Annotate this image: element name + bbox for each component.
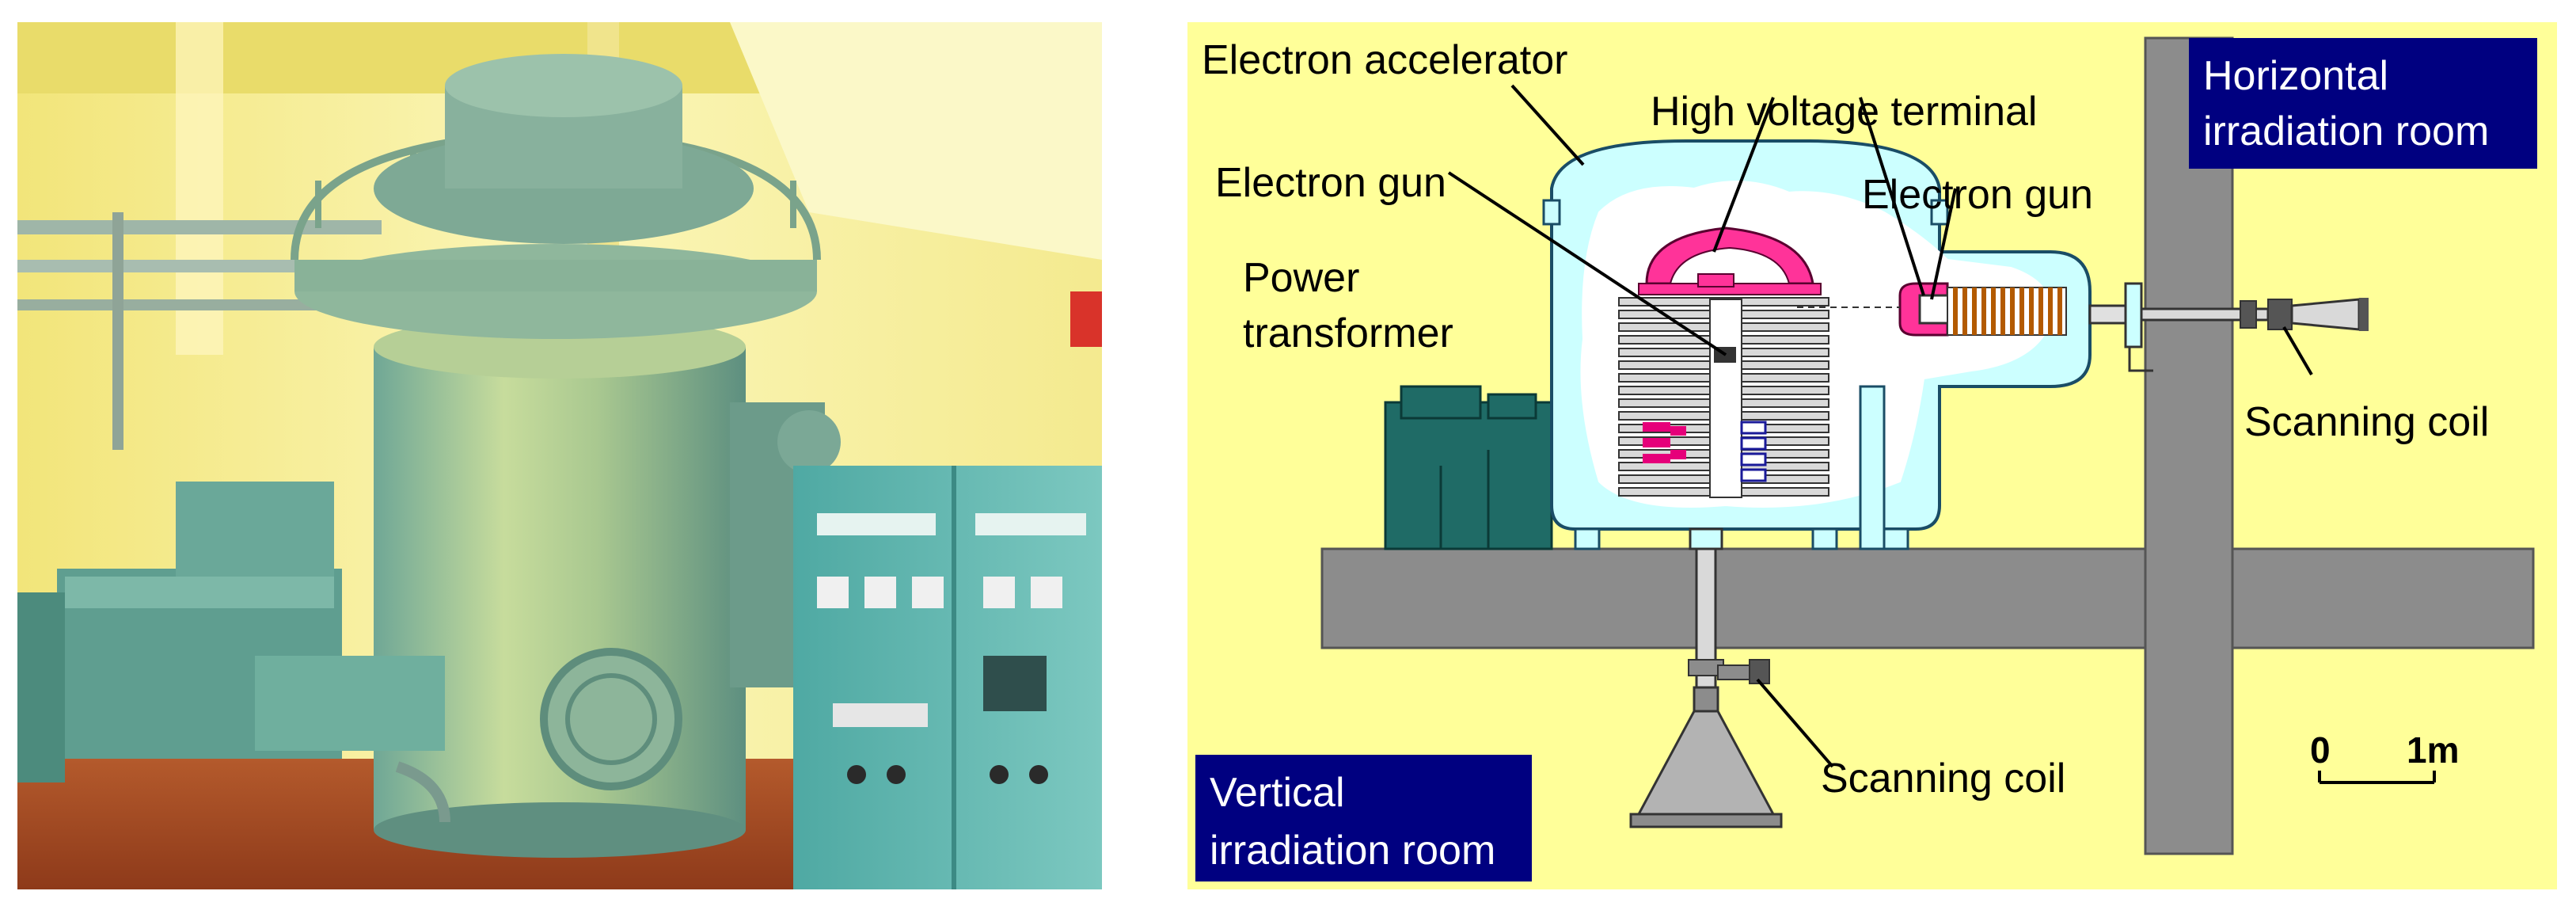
facility-photo-drawing	[17, 22, 1102, 889]
vertical-room-label-line1: Vertical	[1210, 770, 1345, 816]
label-scanning-coil-vertical: Scanning coil	[1821, 756, 2065, 801]
horizontal-room-label-line2: irradiation room	[2203, 109, 2489, 154]
horizontal-beam-line	[2088, 282, 2369, 372]
shield-wall	[2144, 36, 2234, 855]
leader-lines	[1447, 84, 2313, 768]
vertical-beam-tube	[1709, 299, 1742, 498]
label-power-transformer-line2: transformer	[1243, 310, 1453, 356]
wall-floor-joint	[2147, 551, 2231, 645]
scanning-coil-horizontal-device	[2267, 299, 2293, 330]
floor-slab	[1320, 547, 2535, 649]
label-electron-accelerator: Electron accelerator	[1202, 37, 1567, 83]
power-transformer	[1384, 385, 1553, 550]
horizontal-room-label-line1: Horizontal	[2203, 53, 2388, 99]
electron-gun-right	[1918, 294, 1953, 325]
scale-zero-label: 0	[2310, 729, 2331, 771]
label-power-transformer-line1: Power	[1243, 255, 1359, 301]
horizontal-room-label: Horizontal irradiation room	[2189, 38, 2537, 169]
vertical-beam-line	[1629, 527, 1783, 828]
facility-photo	[17, 22, 1102, 889]
label-electron-gun-right: Electron gun	[1862, 172, 2093, 218]
high-voltage-terminal	[1638, 227, 1822, 295]
scale-one-meter-label: 1m	[2407, 729, 2459, 771]
horizontal-accelerator	[1797, 282, 2067, 337]
scale-bar: 0 1m	[2310, 729, 2459, 784]
label-high-voltage-terminal: High voltage terminal	[1651, 89, 2037, 135]
accelerator-schematic: 0 1m Horizontal irradiation room Vertica…	[1195, 36, 2537, 881]
vertical-room-label-line2: irradiation room	[1210, 828, 1495, 874]
vertical-room-label: Vertical irradiation room	[1195, 755, 1532, 881]
label-scanning-coil-horizontal: Scanning coil	[2244, 399, 2489, 445]
accelerator-diagram: 0 1m Horizontal irradiation room Vertica…	[1187, 22, 2557, 889]
label-electron-gun-left: Electron gun	[1215, 160, 1446, 206]
rectifier-stack	[1643, 421, 1767, 482]
